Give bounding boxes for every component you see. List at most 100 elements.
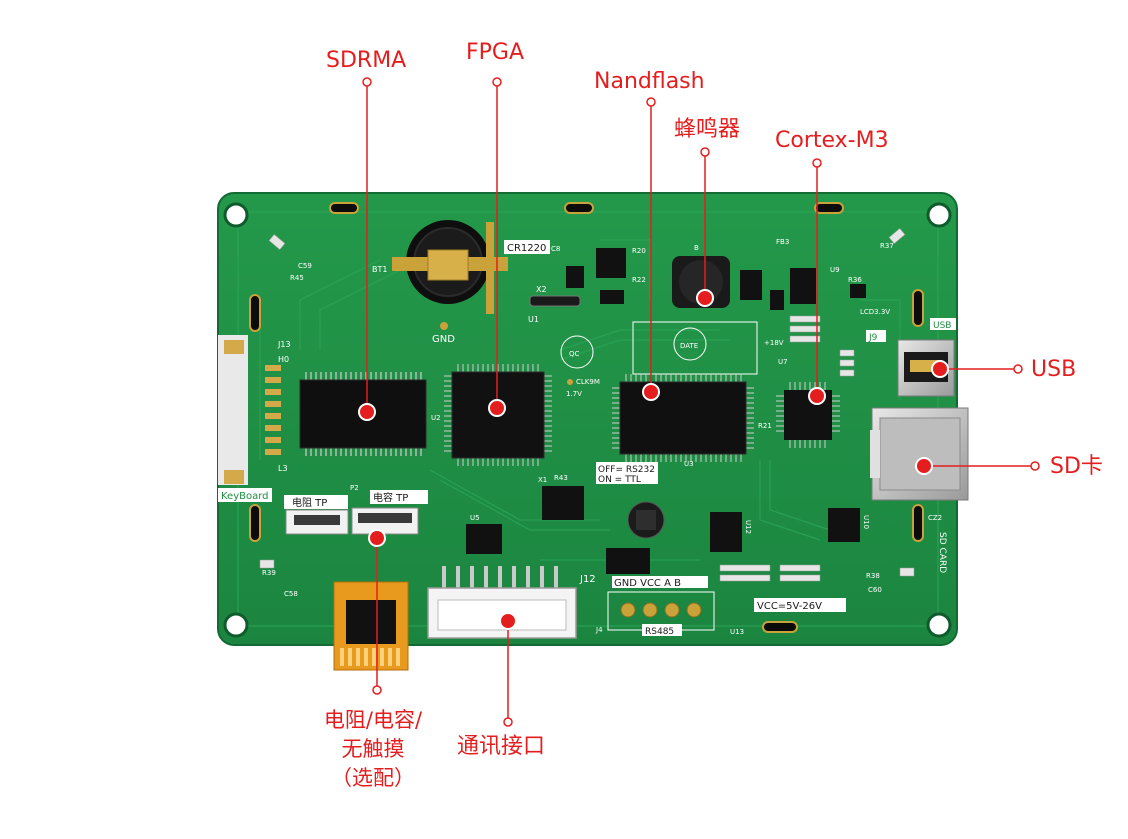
callout-anchor (812, 158, 822, 168)
silk-j9: J9 (868, 333, 878, 343)
callout-target (368, 529, 386, 547)
callout-cortex-m3: Cortex-M3 (775, 128, 889, 153)
silk-res-tp: 电阻 TP (292, 496, 327, 509)
fpc-ribbon (333, 581, 409, 671)
silk-off-rs232: OFF= RS232 (598, 465, 655, 475)
callout-anchor (1030, 461, 1040, 471)
mounting-hole (223, 612, 249, 638)
silk-cap-tp: 电容 TP (373, 491, 408, 504)
callout-anchor (1013, 364, 1023, 374)
silk-rs485: RS485 (645, 627, 674, 637)
silk-sd-card: SD CARD (937, 532, 947, 573)
usb-connector: USB J9 (866, 318, 956, 397)
mounting-holes (223, 202, 952, 638)
slot (814, 202, 844, 214)
rs232-ttl-label-bg (596, 462, 658, 484)
silk-qc: QC (569, 350, 580, 358)
silk-j12: J12 (579, 574, 596, 585)
silk-r45: R45 (290, 274, 304, 282)
crystal-x2: X2 U1 (528, 285, 581, 324)
callout-targets (358, 289, 949, 630)
silk-c58: C58 (284, 590, 298, 598)
silk-clk: CLK9M (576, 378, 600, 386)
silk-gnd-vcc-ab: GND VCC A B (614, 578, 681, 589)
silk-r20: R20 (632, 247, 646, 255)
callout-target (488, 399, 506, 417)
rs485-block: GND VCC A B RS485 VCC=5V-26V (607, 576, 846, 637)
small-ics-top (566, 248, 866, 310)
silk-bt1: BT1 (372, 265, 387, 274)
silk-r22: R22 (632, 276, 646, 284)
silk-l3: L3 (278, 464, 288, 473)
slot (564, 202, 594, 214)
callout-target (915, 457, 933, 475)
silk-j13: J13 (277, 340, 291, 349)
silk-u1: U1 (528, 315, 539, 324)
callout-target (696, 289, 714, 307)
callout-touch: 电阻/电容/ 无触摸 （选配） (303, 706, 443, 793)
callout-anchor (503, 717, 513, 727)
small-ics-center (466, 486, 860, 574)
silk-u9: U9 (830, 266, 840, 274)
callout-anchor (492, 77, 502, 87)
slot (249, 504, 261, 542)
callout-target (808, 387, 826, 405)
silk-buzzer-b: B (694, 244, 699, 252)
slot (249, 294, 261, 332)
silk-u2: U2 (431, 414, 441, 422)
silk-x1: X1 (538, 476, 547, 484)
touch-connectors: 电阻 TP P2 电容 TP (284, 484, 428, 535)
silk-fb3: FB3 (776, 238, 789, 246)
coin-cell-battery: BT1 GND CR1220 C8 (372, 220, 560, 345)
callout-touch-line1: 电阻/电容/ (323, 708, 423, 732)
callout-anchor (362, 77, 372, 87)
callout-touch-line3: （选配） (331, 766, 415, 790)
silk-17v: 1.7V (566, 390, 582, 398)
comm-connector: J12 J4 (427, 566, 603, 639)
silk-cr1220: CR1220 (507, 243, 546, 254)
silk-r37: R37 (880, 242, 894, 250)
mounting-hole (223, 202, 249, 228)
silk-cz2: CZ2 (928, 514, 942, 522)
silk-h0: H0 (278, 355, 289, 364)
callout-anchor (372, 685, 382, 695)
slot (329, 202, 359, 214)
silk-usb: USB (933, 321, 951, 331)
silk-gnd: GND (432, 334, 455, 345)
callout-usb: USB (1031, 357, 1077, 382)
silk-v18: +18V (764, 339, 784, 347)
callout-target (358, 403, 376, 421)
pcb-traces (259, 239, 901, 561)
slot (912, 289, 924, 327)
silk-u12: U12 (744, 520, 752, 534)
callout-sdram: SDRMA (326, 48, 407, 73)
silk-x2: X2 (536, 285, 547, 294)
silk-date: DATE (680, 342, 698, 350)
callout-anchor (700, 147, 710, 157)
silk-p2: P2 (350, 484, 359, 492)
callout-fpga: FPGA (466, 40, 525, 65)
callout-touch-line2: 无触摸 (341, 737, 405, 761)
silk-j4: J4 (595, 626, 603, 634)
silk-lcd33: LCD3.3V (860, 308, 890, 316)
silk-r21: R21 (758, 422, 772, 430)
inductor-core (636, 510, 656, 530)
callout-nandflash: Nandflash (594, 69, 705, 94)
silk-on-ttl: ON = TTL (598, 475, 641, 485)
callout-leaders (362, 77, 1040, 727)
callout-target (642, 383, 660, 401)
silk-u3: U3 (684, 460, 694, 468)
callout-sd-card: SD卡 (1050, 454, 1103, 479)
silk-u13: U13 (730, 628, 744, 636)
keyboard-connector: KeyBoard J13 H0 L3 (218, 335, 291, 502)
board-slots (249, 202, 924, 633)
callout-buzzer: 蜂鸣器 (674, 117, 741, 142)
mounting-hole (926, 202, 952, 228)
callout-anchor (646, 97, 656, 107)
silk-r39: R39 (262, 569, 276, 577)
callout-target (931, 360, 949, 378)
sd-card-slot: CZ2 SD CARD (870, 407, 969, 573)
smd-parts (259, 228, 915, 582)
